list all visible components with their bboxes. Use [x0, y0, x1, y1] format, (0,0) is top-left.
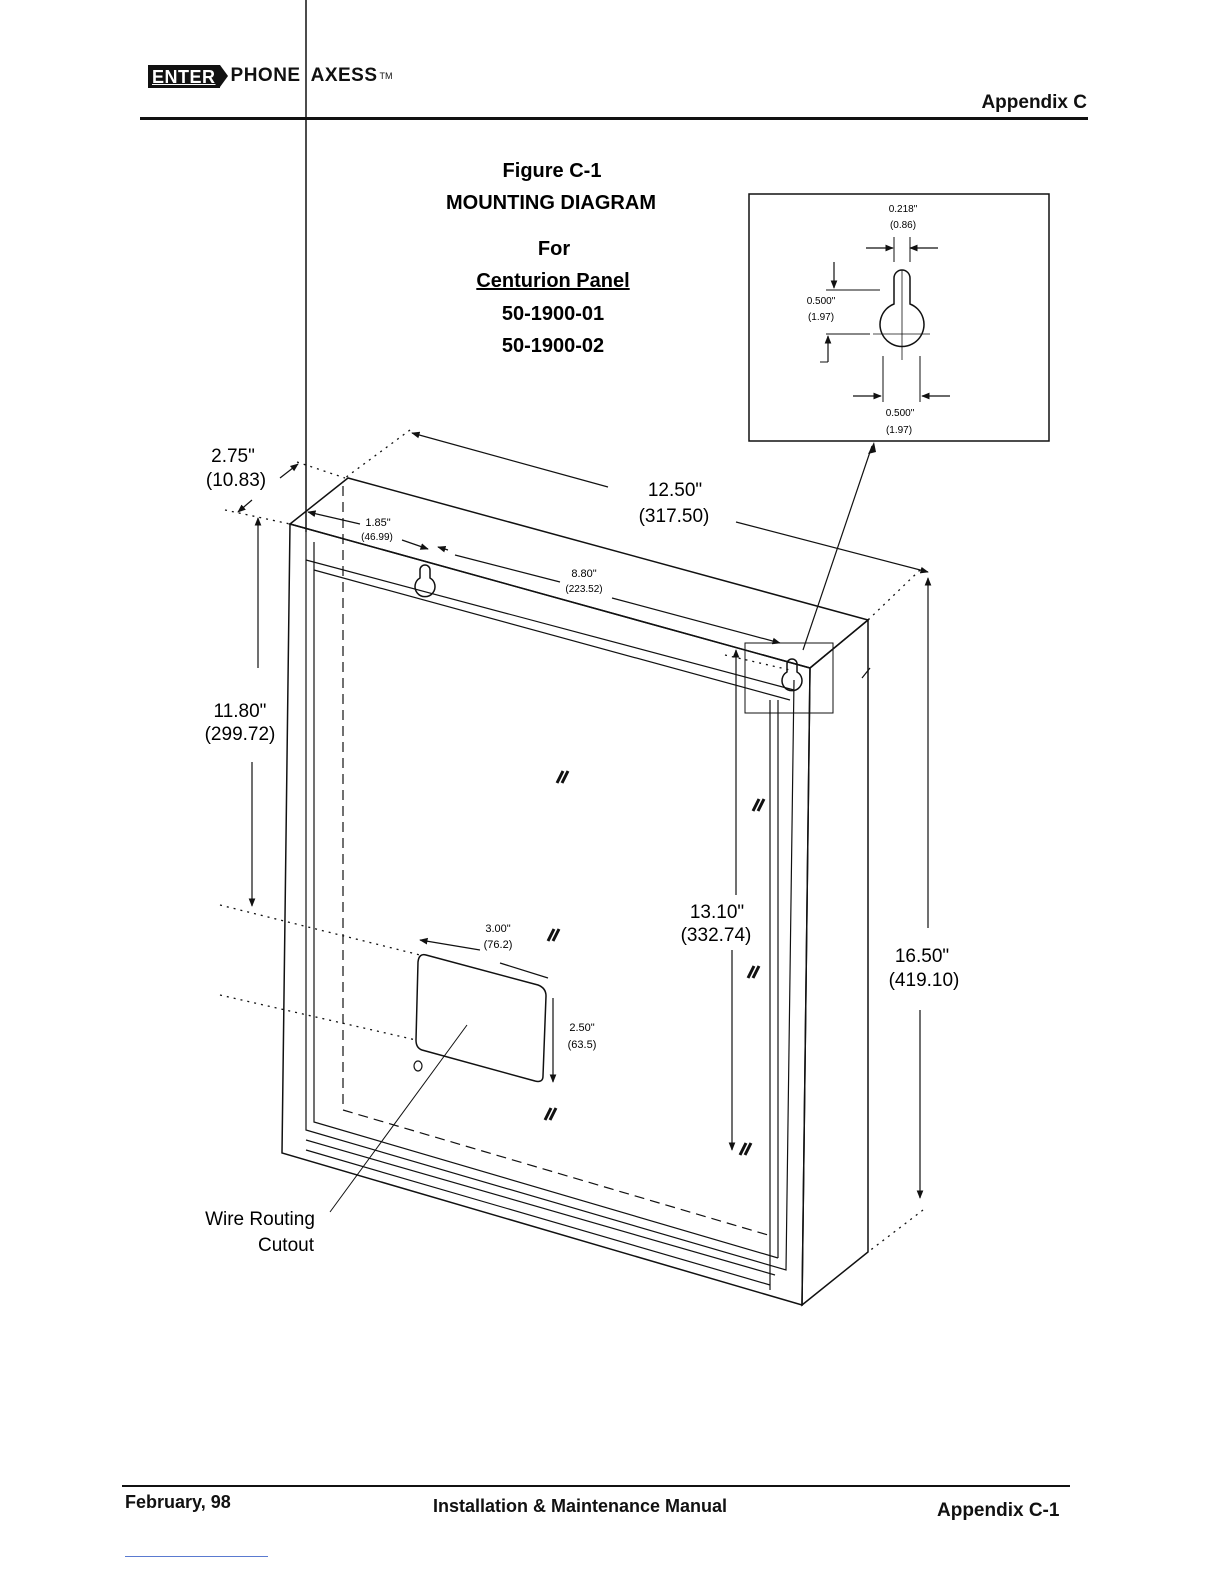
panel-name: Centurion Panel: [476, 270, 629, 292]
dim-left-height-mm: (299.72): [205, 724, 276, 745]
dim-cutout-width-in: 3.00": [485, 923, 510, 935]
logo-trademark: TM: [379, 71, 393, 81]
dim-hole-spacing-mm: (223.52): [565, 584, 602, 595]
keyhole-detail: 0.218" (0.86) 0.500" (1.97) 0.500" (1.97…: [748, 193, 1050, 442]
enclosure: [281, 0, 870, 1307]
detail-width-mm: (1.97): [886, 425, 912, 436]
wire-cutout: [415, 953, 547, 1083]
footer-rule: [122, 1485, 1070, 1487]
cutout-leader: [329, 1024, 468, 1213]
stud-icon: [751, 798, 766, 812]
logo-word-axess: AXESS: [310, 65, 378, 86]
stud-icon: [746, 965, 761, 979]
part-number-1: 50-1900-01: [502, 303, 604, 325]
figure-title: MOUNTING DIAGRAM: [446, 192, 656, 214]
dim-cutout-height-mm: (63.5): [568, 1039, 597, 1051]
detail-height-in: 0.500": [807, 296, 836, 307]
dim-offset-in: 1.85": [365, 517, 390, 529]
dim-depth-in: 2.75": [211, 446, 255, 467]
logo-word-phone: PHONE: [230, 65, 301, 86]
stud-icon: [738, 1142, 753, 1156]
dim-cutout-width-mm: (76.2): [484, 939, 513, 951]
footer-page-number: Appendix C-1: [937, 1500, 1060, 1521]
stud-icon: [546, 928, 561, 942]
extension-lines: [219, 429, 924, 1253]
dim-cutout-height-in: 2.50": [569, 1022, 594, 1034]
keyhole-left-icon: [414, 564, 436, 598]
footer-date: February, 98: [125, 1492, 231, 1512]
dim-total-height-in: 16.50": [895, 946, 949, 967]
brand-logo: ENTER PHONE AXESS TM: [148, 64, 393, 88]
stud-icon: [555, 770, 570, 784]
part-number-2: 50-1900-02: [502, 335, 604, 357]
dimension-lines: [237, 431, 932, 1199]
dim-offset-mm: (46.99): [361, 532, 393, 543]
bottom-underline: [125, 1556, 268, 1557]
detail-height-mm: (1.97): [808, 312, 834, 323]
header-rule: [140, 117, 1088, 120]
logo-enter-box: ENTER: [148, 64, 220, 88]
figure-for: For: [538, 238, 570, 260]
dim-right-height-mm: (332.74): [681, 925, 752, 946]
dim-hole-spacing-in: 8.80": [571, 568, 596, 580]
dim-width-mm: (317.50): [639, 506, 710, 527]
detail-leader-arrow: [868, 442, 876, 454]
detail-slot-width-in: 0.218": [889, 204, 918, 215]
dim-left-height-in: 11.80": [214, 701, 267, 722]
wire-routing-label-line2: Cutout: [258, 1235, 315, 1256]
keyhole-right-icon: [781, 658, 803, 692]
detail-width-in: 0.500": [886, 408, 915, 419]
keyhole-callout-box: [744, 642, 834, 714]
stud-icon: [543, 1107, 558, 1121]
detail-slot-width-mm: (0.86): [890, 220, 916, 231]
figure-number: Figure C-1: [503, 160, 602, 182]
dim-width-in: 12.50": [648, 480, 702, 501]
footer-manual-title: Installation & Maintenance Manual: [433, 1496, 728, 1516]
wire-routing-label-line1: Wire Routing: [205, 1209, 315, 1230]
knockout-hole: [413, 1060, 423, 1072]
dim-total-height-mm: (419.10): [889, 970, 960, 991]
header-section-title: Appendix C: [981, 92, 1087, 113]
dim-right-height-in: 13.10": [690, 902, 744, 923]
dim-depth-mm: (10.83): [206, 470, 266, 491]
logo-arrow-icon: [219, 65, 228, 87]
mounting-studs: [543, 770, 766, 1156]
